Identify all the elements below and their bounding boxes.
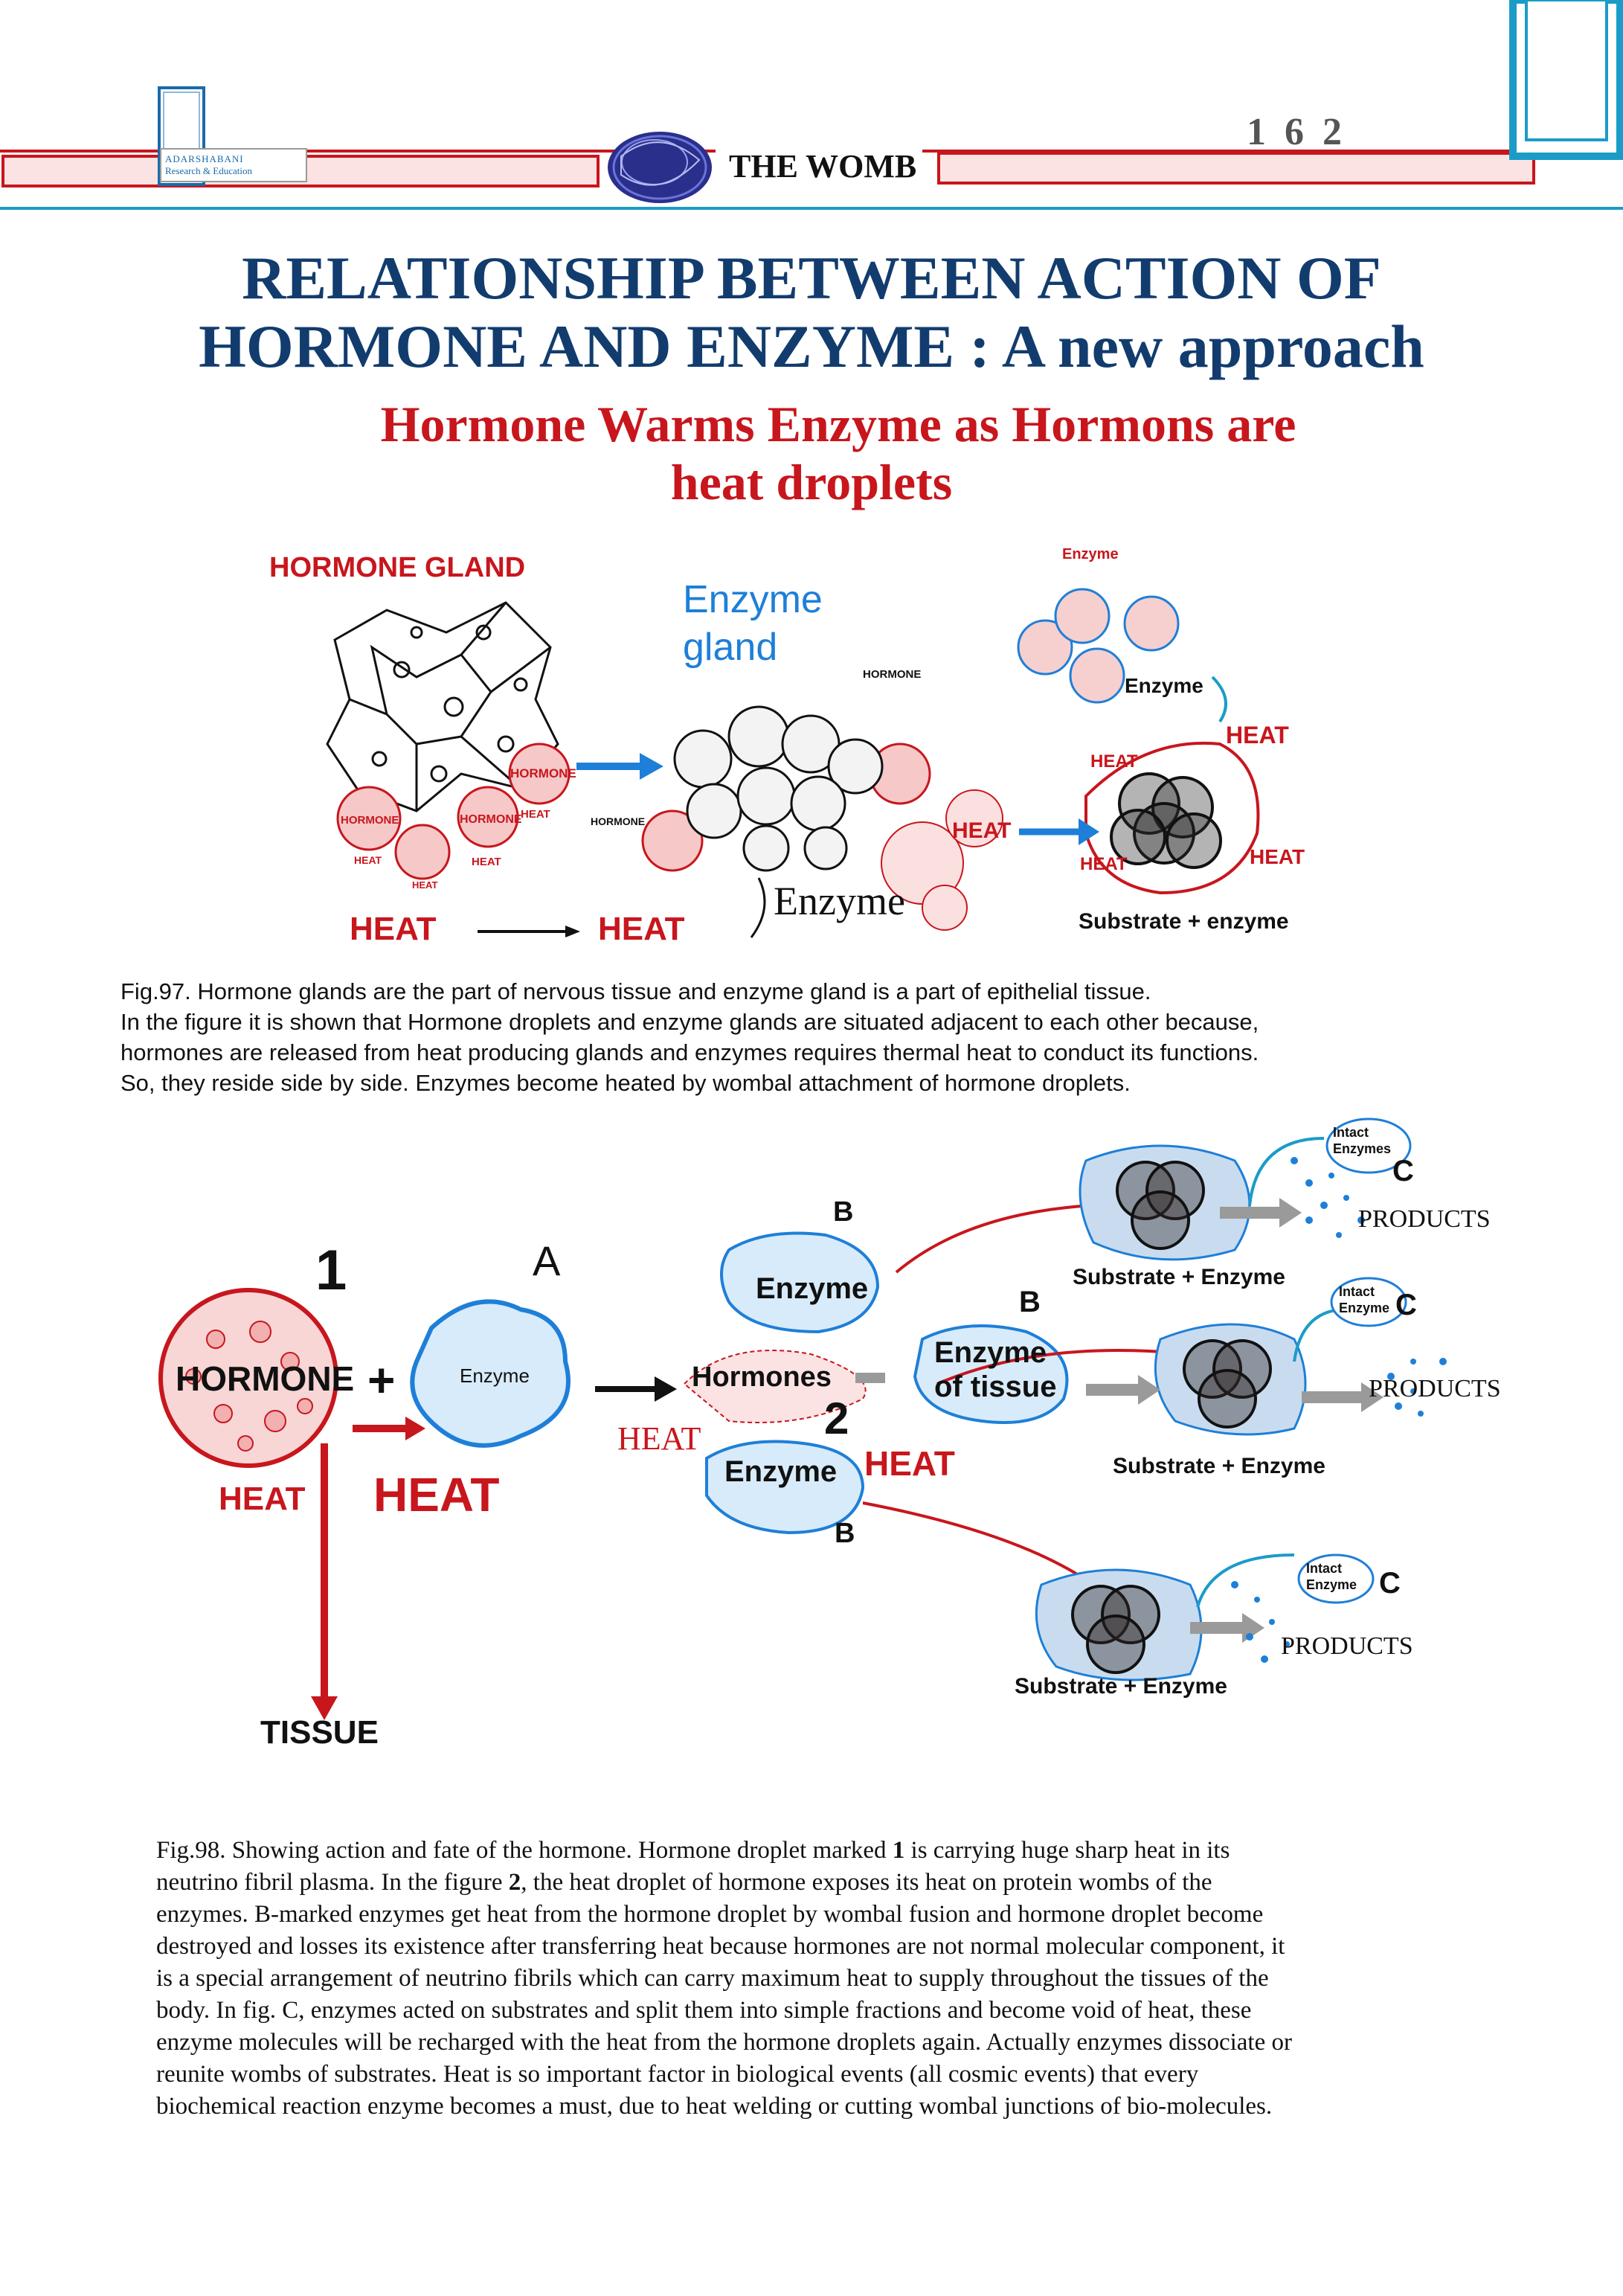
label-hormone-2: HORMONE — [341, 814, 399, 827]
header-graphics — [0, 0, 1623, 223]
figure-98: 1 A B B B 2 HORMONE + Enzyme Enzyme Horm… — [0, 1116, 1623, 1786]
label-enzyme-of-tissue-1: Enzyme — [934, 1336, 1047, 1370]
label-hormone-1: HORMONE — [510, 766, 576, 781]
marker-C-top: C — [1392, 1155, 1414, 1188]
label-hormone: HORMONE — [176, 1359, 354, 1399]
label-enzyme-top: Enzyme — [1062, 546, 1119, 563]
fig98-caption: Fig.98. Showing action and fate of the h… — [156, 1835, 1488, 2123]
fig97-caption: Fig.97. Hormone glands are the part of n… — [120, 976, 1519, 1098]
page-number: 1 6 2 — [1247, 110, 1346, 154]
label-enzyme-A: Enzyme — [460, 1365, 530, 1388]
label-heat-large: HEAT — [373, 1467, 499, 1522]
label-heat-middle: HEAT — [864, 1443, 955, 1484]
subtitle-line1: Hormone Warms Enzyme as Hormons are — [27, 396, 1623, 452]
label-enzyme-of-tissue-2: of tissue — [934, 1370, 1056, 1404]
enzyme-gland-sketch — [675, 707, 882, 870]
marker-B-bottom: B — [835, 1518, 855, 1550]
label-substrate-enzyme: Substrate + enzyme — [1079, 909, 1289, 934]
label-heat-small-2: HEAT — [354, 854, 382, 866]
substrate-complex-bottom — [1036, 1570, 1201, 1680]
page-title-line1: RELATIONSHIP BETWEEN ACTION OF — [0, 243, 1623, 314]
label-intact-middle-2: Enzyme — [1339, 1301, 1389, 1316]
label-enzyme-cursive: Enzyme — [774, 878, 905, 924]
label-enzyme-bold: Enzyme — [1125, 674, 1203, 698]
marker-C-middle: C — [1395, 1289, 1417, 1322]
label-enzyme-gland-2: gland — [683, 625, 777, 670]
label-heat-3: HEAT — [952, 818, 1011, 844]
label-intact-top-2: Enzymes — [1333, 1141, 1391, 1157]
label-hormone-4: HORMONE — [591, 815, 645, 827]
label-heat-1: HEAT — [1226, 722, 1289, 749]
label-heat-4: HEAT — [1250, 845, 1305, 869]
label-products-middle: PRODUCTS — [1369, 1375, 1501, 1403]
label-substrate-enzyme-top: Substrate + Enzyme — [1073, 1265, 1285, 1290]
label-heat-2: HEAT — [1090, 751, 1138, 772]
logo-text-line2: Research & Education — [165, 165, 252, 177]
marker-C-bottom: C — [1379, 1567, 1401, 1600]
book-title: THE WOMB — [729, 147, 916, 185]
label-heat-small-1: HEAT — [521, 808, 550, 821]
substrate-complex-top — [1080, 1146, 1250, 1260]
label-heat-left: HEAT — [350, 911, 437, 948]
page-title-line2: HORMONE AND ENZYME : A new approach — [0, 311, 1623, 382]
label-intact-bottom-1: Intact — [1306, 1561, 1342, 1577]
label-intact-bottom-2: Enzyme — [1306, 1577, 1357, 1593]
label-hormone-3: HORMONE — [460, 813, 522, 827]
label-hormone-5: HORMONE — [863, 668, 921, 681]
label-products-top: PRODUCTS — [1358, 1205, 1491, 1234]
marker-2: 2 — [824, 1393, 849, 1444]
label-heat-droplet: HEAT — [219, 1481, 306, 1518]
label-heat-serif: HEAT — [617, 1420, 701, 1458]
figure-97: HEAT arrow --> HORMONE GLAND Enzyme glan… — [0, 521, 1623, 967]
subtitle-line2: heat droplets — [0, 454, 1623, 510]
label-heat-small-4: HEAT — [412, 879, 437, 891]
marker-1: 1 — [315, 1238, 347, 1303]
substrate-complex-middle — [1155, 1324, 1305, 1434]
label-heat-5: HEAT — [1080, 854, 1128, 875]
marker-B-top: B — [833, 1196, 853, 1228]
logo-text-line1: ADARSHABANI — [165, 153, 244, 165]
label-intact-top-1: Intact — [1333, 1125, 1369, 1141]
label-substrate-enzyme-middle: Substrate + Enzyme — [1113, 1454, 1325, 1479]
label-hormone-gland: HORMONE GLAND — [269, 552, 525, 584]
label-substrate-enzyme-bottom: Substrate + Enzyme — [1015, 1674, 1227, 1699]
label-intact-middle-1: Intact — [1339, 1284, 1375, 1300]
label-heat-small-3: HEAT — [472, 856, 501, 868]
label-products-bottom: PRODUCTS — [1281, 1632, 1413, 1661]
label-enzyme-B-bottom: Enzyme — [724, 1455, 837, 1489]
label-tissue: TISSUE — [260, 1714, 379, 1751]
label-enzyme-B-top: Enzyme — [756, 1272, 868, 1306]
page-header: ADARSHABANI Research & Education 1 6 2 T… — [0, 0, 1623, 223]
marker-B-middle: B — [1019, 1286, 1041, 1319]
label-hormones: Hormones — [692, 1362, 832, 1394]
label-heat-right: HEAT — [598, 911, 685, 948]
marker-A: A — [533, 1237, 560, 1285]
label-enzyme-gland-1: Enzyme — [683, 577, 823, 622]
substrate-rings — [1111, 774, 1221, 868]
label-plus: + — [367, 1353, 395, 1408]
